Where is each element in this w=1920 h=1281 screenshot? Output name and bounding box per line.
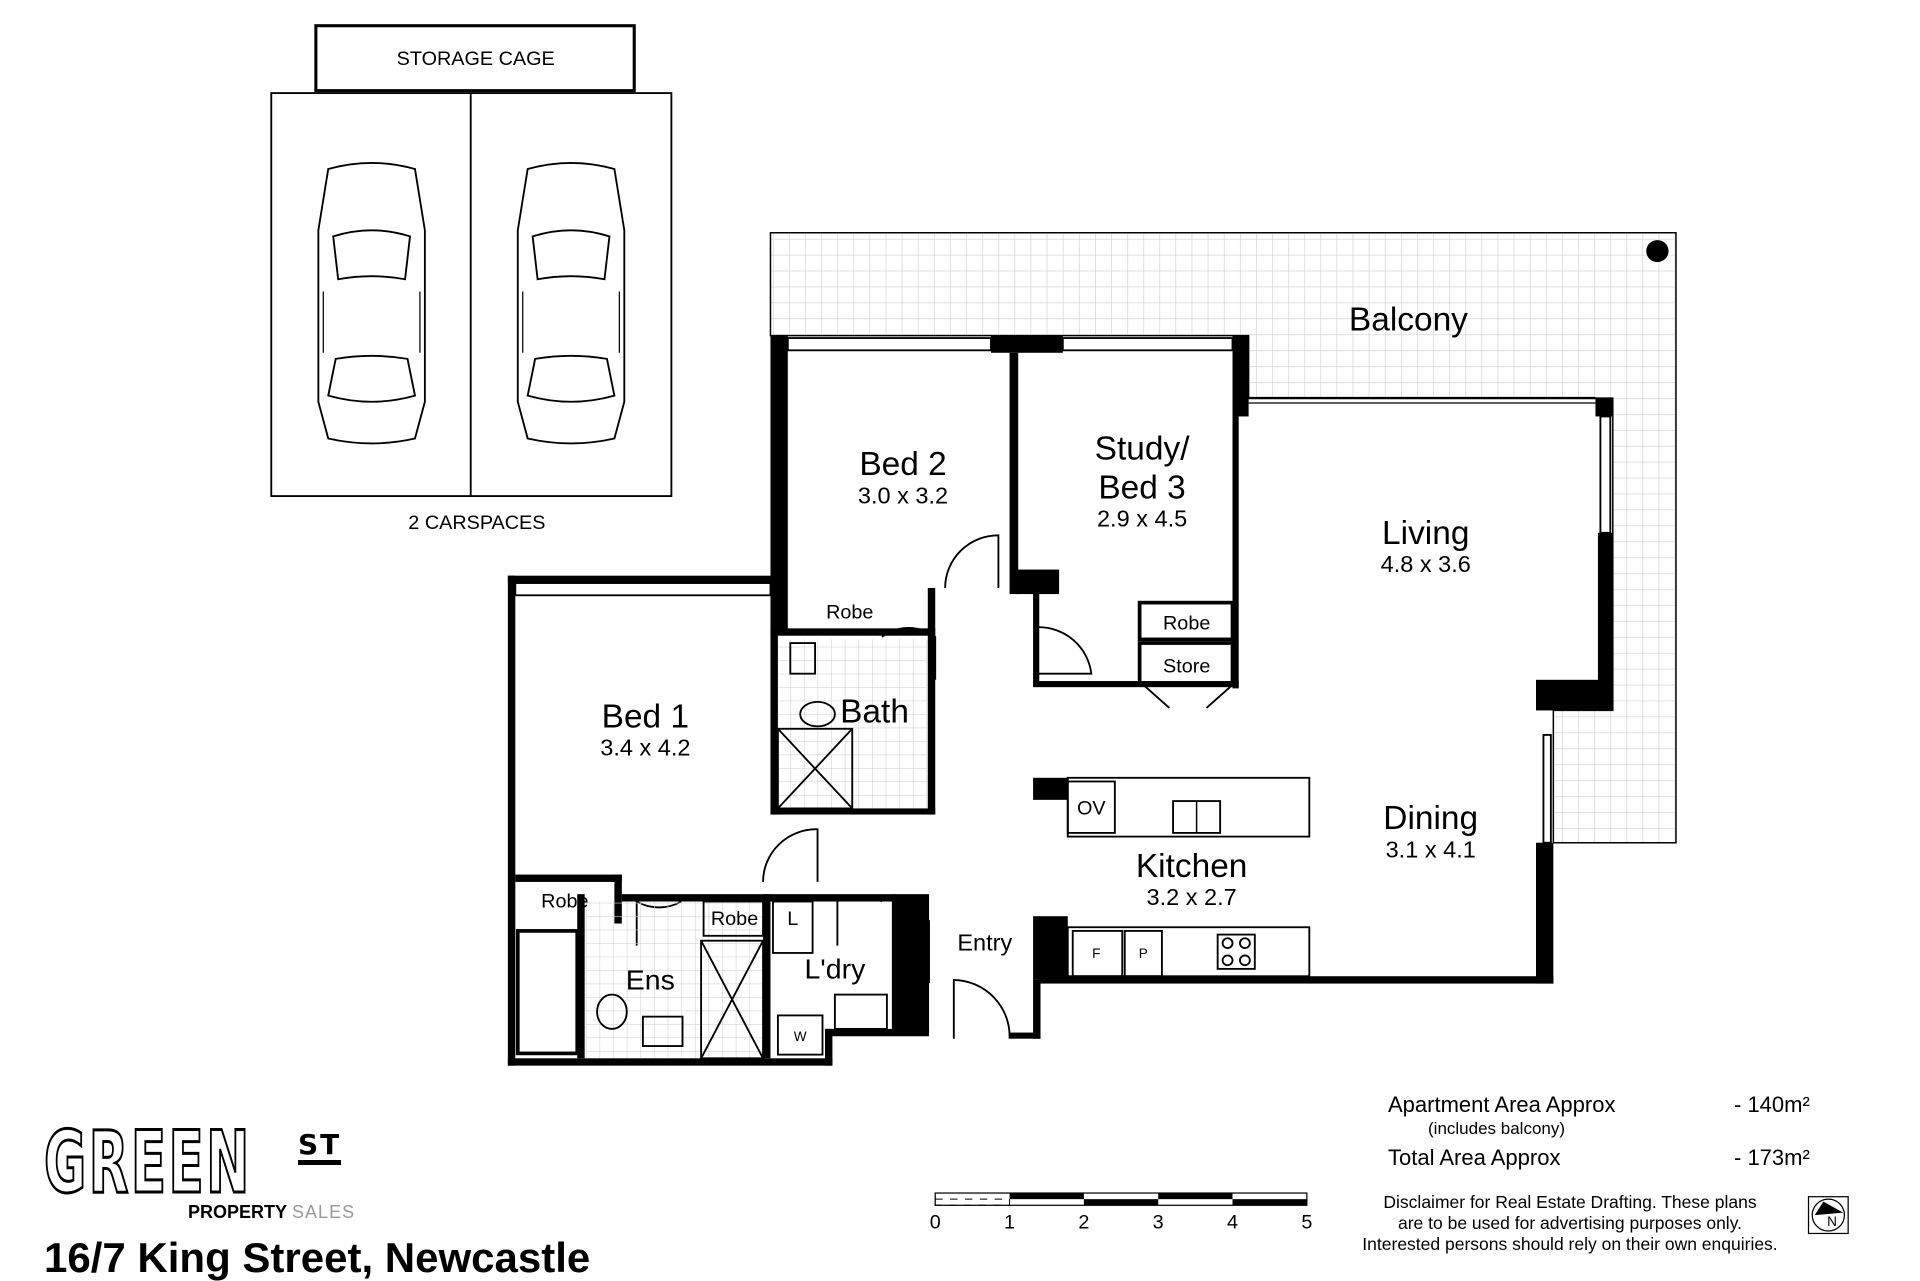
- kitchen-name: Kitchen: [1136, 848, 1248, 885]
- car-icon: [317, 161, 426, 445]
- dining-name: Dining: [1383, 800, 1478, 837]
- dining-size: 3.1 x 4.1: [1386, 837, 1476, 863]
- laundry-label: L'dry: [804, 954, 866, 986]
- disclaimer: Disclaimer for Real Estate Drafting. The…: [1340, 1192, 1800, 1255]
- vanity-icon: [789, 642, 817, 675]
- balcony: Balcony: [769, 231, 1677, 844]
- linen-label: L: [787, 908, 798, 930]
- disclaimer-line: are to be used for advertising purposes …: [1397, 1213, 1743, 1233]
- laundry-tub-icon: [833, 993, 888, 1030]
- disclaimer-line: Disclaimer for Real Estate Drafting. The…: [1383, 1192, 1757, 1212]
- downpipe-icon: [1646, 240, 1669, 263]
- scale-bar: 0 1 2 3 4 5: [930, 1192, 1312, 1234]
- scale-tick: 3: [1153, 1212, 1164, 1234]
- living-name: Living: [1382, 515, 1469, 552]
- linen: [772, 900, 814, 954]
- fridge-label: F: [1092, 946, 1100, 961]
- entry-label: Entry: [957, 930, 1012, 956]
- pantry: [1123, 929, 1163, 978]
- study-name-1: Study/: [1095, 430, 1191, 467]
- walls: [507, 335, 1613, 1066]
- robe-study: [1137, 600, 1235, 642]
- property-address: 16/7 King Street, Newcastle: [44, 1234, 591, 1281]
- kitchen-size: 3.2 x 2.7: [1147, 884, 1237, 910]
- apartment-area-value: - 140m²: [1734, 1092, 1810, 1117]
- vanity-icon: [641, 1015, 684, 1047]
- storage-cage-label: STORAGE CAGE: [397, 48, 555, 70]
- bathtub-icon: [515, 929, 580, 1056]
- robe-hall-label: Robe: [711, 908, 758, 930]
- apartment-area-label: Apartment Area Approx: [1388, 1092, 1616, 1117]
- bed1-size: 3.4 x 4.2: [600, 735, 690, 761]
- washer: [776, 1014, 824, 1056]
- washer-label: W: [794, 1029, 807, 1044]
- compass-label: N: [1827, 1214, 1837, 1229]
- apartment-area-note: (includes balcony): [1428, 1119, 1566, 1138]
- balcony-label: Balcony: [1349, 302, 1468, 339]
- robe-bed2-label: Robe: [826, 602, 873, 624]
- carspaces: 2 CARSPACES: [270, 92, 673, 534]
- bath-label: Bath: [840, 694, 909, 731]
- logo-sub-bold: PROPERTY: [188, 1202, 288, 1222]
- scale-tick: 2: [1078, 1212, 1089, 1234]
- robe-bed1-label: Robe: [541, 891, 588, 913]
- scale-tick: 5: [1301, 1212, 1312, 1234]
- storage-s: [895, 920, 930, 984]
- disclaimer-line: Interested persons should rely on their …: [1362, 1234, 1778, 1254]
- living-size: 4.8 x 3.6: [1381, 551, 1471, 577]
- car-icon: [516, 161, 626, 445]
- study-size: 2.9 x 4.5: [1097, 506, 1187, 532]
- pantry-label: P: [1139, 946, 1148, 961]
- storage-cage: STORAGE CAGE: [314, 24, 636, 93]
- store: [1137, 641, 1235, 686]
- carspaces-label: 2 CARSPACES: [408, 512, 545, 534]
- bed1-name: Bed 1: [602, 699, 689, 736]
- ens-label: Ens: [626, 965, 675, 997]
- scale-tick: 1: [1004, 1212, 1015, 1234]
- logo-main: GREEN: [43, 1113, 252, 1213]
- oven: [1066, 780, 1116, 834]
- logo-superscript: ST: [298, 1130, 342, 1165]
- robe-hall: [702, 900, 764, 937]
- study-name-2: Bed 3: [1098, 470, 1185, 507]
- robe-study-label: Robe: [1163, 613, 1210, 635]
- bed2-size: 3.0 x 3.2: [858, 483, 948, 509]
- fridge: [1071, 929, 1124, 978]
- scale-tick: 0: [930, 1212, 941, 1234]
- total-area-value: - 173m²: [1734, 1145, 1810, 1170]
- north-compass-icon: N: [1807, 1196, 1849, 1235]
- scale-tick: 4: [1227, 1212, 1238, 1234]
- store-label: Store: [1163, 656, 1210, 678]
- storage-s-label: S: [906, 943, 919, 965]
- total-area-label: Total Area Approx: [1388, 1145, 1561, 1170]
- cooktop-icon: [1216, 933, 1256, 970]
- kitchen-bench: [1066, 926, 1311, 978]
- oven-label: OV: [1077, 798, 1106, 820]
- room-labels: Bed 2 3.0 x 3.2 Robe Study/ Bed 3 2.9 x …: [541, 430, 1478, 1044]
- logo-sub-light: SALES: [292, 1202, 356, 1222]
- logo: GREEN ST PROPERTY SALES: [43, 1113, 354, 1225]
- shower: [776, 727, 854, 810]
- fixtures: [515, 600, 1311, 1060]
- toilet-icon: [799, 700, 836, 728]
- windows: [514, 337, 1612, 844]
- bed2-name: Bed 2: [859, 446, 946, 483]
- toilet-icon: [596, 993, 628, 1030]
